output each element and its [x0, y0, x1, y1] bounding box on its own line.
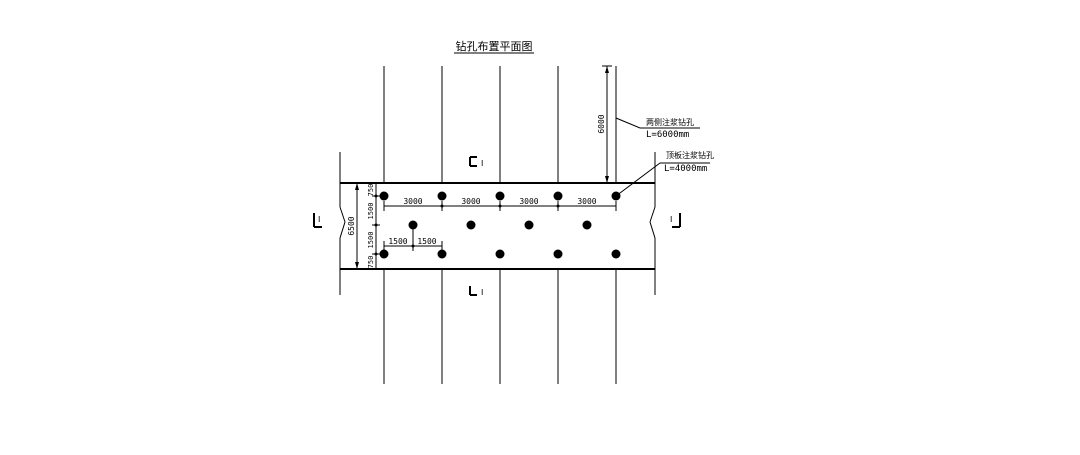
hole-spacing-label-1: 3000	[403, 197, 422, 206]
callout-lower: 顶板注浆钻孔 L=4000mm	[615, 150, 714, 197]
row-spacing-mid2-label: 1500	[367, 232, 375, 249]
drill-hole	[611, 249, 621, 259]
drill-hole	[553, 249, 563, 259]
drill-hole	[379, 249, 389, 259]
offset-spacing-label-1: 1500	[388, 237, 407, 246]
callout-upper-name: 两侧注浆钻孔	[646, 117, 694, 127]
drill-hole	[466, 220, 476, 230]
dimension-6000-label: 6000	[597, 114, 606, 133]
svg-text:I: I	[481, 159, 483, 168]
left-break-line	[339, 152, 346, 295]
hole-spacing-label-3: 3000	[519, 197, 538, 206]
dimension-6500-label: 6500	[347, 216, 356, 235]
hole-spacing-chain: 3000 3000 3000 3000	[383, 197, 617, 211]
drill-hole	[582, 220, 592, 230]
drill-hole	[437, 249, 447, 259]
right-break-line	[649, 152, 656, 295]
side-drill-lines	[383, 66, 617, 384]
callout-lower-length: L=4000mm	[664, 164, 707, 174]
row-spacing-top-label: 750	[367, 184, 375, 197]
drill-hole	[379, 191, 389, 201]
drill-hole	[408, 220, 418, 230]
callout-upper-length: L=6000mm	[646, 130, 689, 140]
drill-hole	[524, 220, 534, 230]
drill-holes	[379, 191, 621, 259]
dimension-6500: 6500	[347, 183, 359, 269]
callout-upper: 两侧注浆钻孔 L=6000mm	[615, 117, 700, 140]
offset-spacing-label-2: 1500	[417, 237, 436, 246]
hole-spacing-label-2: 3000	[461, 197, 480, 206]
drill-hole	[437, 191, 447, 201]
drill-hole	[553, 191, 563, 201]
drill-hole	[495, 249, 505, 259]
row-spacing-chain: 750 1500 1500 750	[367, 183, 380, 269]
hole-spacing-label-4: 3000	[577, 197, 596, 206]
svg-text:I: I	[670, 215, 672, 224]
callout-lower-name: 顶板注浆钻孔	[666, 150, 714, 160]
row-spacing-bottom-label: 750	[367, 256, 375, 269]
svg-text:I: I	[481, 288, 483, 297]
section-mark-top: I	[469, 156, 483, 168]
drawing-title: 钻孔布置平面图	[456, 39, 533, 53]
drill-hole	[495, 191, 505, 201]
drill-hole	[611, 191, 621, 201]
section-mark-bottom: I	[469, 286, 483, 297]
section-mark-right: I	[670, 213, 681, 228]
row-spacing-mid1-label: 1500	[367, 203, 375, 220]
dimension-6000: 6000	[597, 65, 612, 183]
svg-text:I: I	[318, 215, 320, 224]
section-mark-left: I	[313, 213, 322, 228]
